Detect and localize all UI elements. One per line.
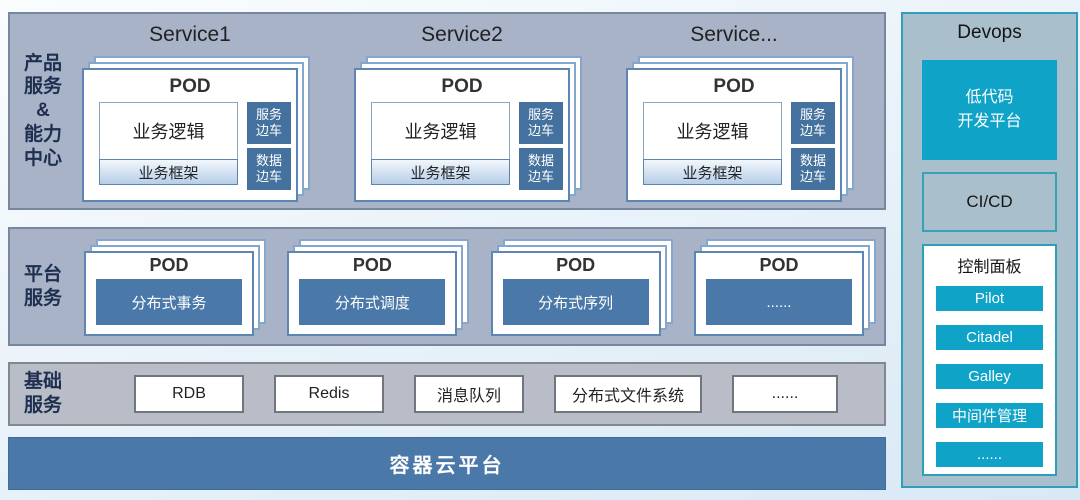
pod-card: POD 分布式调度 — [287, 251, 458, 336]
service-title: Service2 — [421, 23, 503, 46]
platform-pod-stack-3: POD 分布式序列 — [490, 239, 673, 336]
basic-service-items: RDB Redis 消息队列 分布式文件系统 ...... — [76, 375, 884, 413]
platform-pod-stack-1: POD 分布式事务 — [84, 239, 266, 336]
distributed-filesystem-box: 分布式文件系统 — [554, 375, 702, 413]
business-column: 业务逻辑 业务框架 — [99, 102, 238, 190]
pod-card: POD 业务逻辑 业务框架 服务 边车 数据 边车 — [82, 68, 298, 202]
basic-services-row: 基础 服务 RDB Redis 消息队列 分布式文件系统 ...... — [8, 362, 886, 426]
service-sidecar-box: 服务 边车 — [519, 102, 563, 144]
control-panel: 控制面板 Pilot Citadel Galley 中间件管理 ...... — [922, 244, 1057, 476]
distributed-sequence-box: 分布式序列 — [502, 279, 649, 325]
pod-label: POD — [352, 255, 392, 275]
cicd-box: CI/CD — [922, 172, 1057, 232]
more-control-box: ...... — [936, 442, 1043, 467]
pod-label: POD — [713, 76, 755, 97]
pod-label: POD — [169, 76, 211, 97]
service-column-1: Service1 POD 业务逻辑 业务框架 服务 边车 — [82, 14, 310, 208]
service-sidecar-box: 服务 边车 — [791, 102, 835, 144]
pod-label: POD — [759, 255, 799, 275]
redis-box: Redis — [274, 375, 384, 413]
pod-card: POD 分布式序列 — [490, 251, 661, 336]
distributed-transaction-box: 分布式事务 — [96, 279, 242, 325]
business-framework-box: 业务框架 — [643, 159, 782, 185]
sidecar-column: 服务 边车 数据 边车 — [519, 102, 563, 190]
pod-label: POD — [441, 76, 483, 97]
lowcode-platform-box: 低代码 开发平台 — [922, 60, 1057, 160]
platform-pod-stack-4: POD ...... — [693, 239, 876, 336]
business-logic-box: 业务逻辑 — [371, 102, 510, 160]
pod-card: POD 业务逻辑 业务框架 服务 边车 数据 边车 — [354, 68, 570, 202]
data-sidecar-box: 数据 边车 — [519, 148, 563, 190]
citadel-box: Citadel — [936, 325, 1043, 350]
container-cloud-platform-bar: 容器云平台 — [8, 437, 886, 490]
pilot-box: Pilot — [936, 286, 1043, 311]
platform-pod-stack-2: POD 分布式调度 — [287, 239, 470, 336]
pod-label: POD — [149, 255, 189, 275]
pod-card: POD 业务逻辑 业务框架 服务 边车 数据 边车 — [626, 68, 842, 202]
more-services-box: ...... — [705, 279, 852, 325]
product-row-label: 产品 服务 & 能力 中心 — [23, 52, 62, 169]
sidecar-column: 服务 边车 数据 边车 — [791, 102, 835, 190]
business-framework-box: 业务框架 — [371, 159, 510, 185]
platform-services-row: 平台 服务 POD 分布式事务 POD 分布式调度 — [8, 227, 886, 346]
pod-body: 业务逻辑 业务框架 服务 边车 数据 边车 — [356, 102, 568, 190]
control-panel-title: 控制面板 — [957, 259, 1022, 276]
service-column-2: Service2 POD 业务逻辑 业务框架 服务 边车 — [354, 14, 582, 208]
galley-box: Galley — [936, 364, 1043, 389]
pod-body: 业务逻辑 业务框架 服务 边车 数据 边车 — [84, 102, 296, 190]
pod-card: POD ...... — [693, 251, 864, 336]
service-sidecar-box: 服务 边车 — [247, 102, 291, 144]
pod-stack: POD 业务逻辑 业务框架 服务 边车 数据 边车 — [82, 56, 310, 202]
platform-pods: POD 分布式事务 POD 分布式调度 POD 分布式序列 — [76, 229, 884, 344]
middleware-management-box: 中间件管理 — [936, 403, 1043, 428]
sidecar-column: 服务 边车 数据 边车 — [247, 102, 291, 190]
distributed-scheduling-box: 分布式调度 — [299, 279, 446, 325]
pod-stack: POD 业务逻辑 业务框架 服务 边车 数据 边车 — [626, 56, 854, 202]
devops-title: Devops — [957, 22, 1022, 43]
pod-body: 业务逻辑 业务框架 服务 边车 数据 边车 — [628, 102, 840, 190]
business-framework-box: 业务框架 — [99, 159, 238, 185]
platform-row-label: 平台 服务 — [23, 263, 62, 309]
more-basic-box: ...... — [732, 375, 838, 413]
pod-card: POD 分布式事务 — [84, 251, 254, 336]
business-logic-box: 业务逻辑 — [99, 102, 238, 160]
business-logic-box: 业务逻辑 — [643, 102, 782, 160]
devops-panel: Devops 低代码 开发平台 CI/CD 控制面板 Pilot Citadel… — [901, 12, 1078, 488]
basic-row-label: 基础 服务 — [23, 371, 62, 416]
data-sidecar-box: 数据 边车 — [247, 148, 291, 190]
service-title: Service... — [690, 23, 778, 46]
service-columns: Service1 POD 业务逻辑 业务框架 服务 边车 — [76, 14, 884, 208]
pod-label: POD — [556, 255, 596, 275]
business-column: 业务逻辑 业务框架 — [371, 102, 510, 190]
service-column-3: Service... POD 业务逻辑 业务框架 服务 边车 — [626, 14, 854, 208]
rdb-box: RDB — [134, 375, 244, 413]
business-column: 业务逻辑 业务框架 — [643, 102, 782, 190]
product-services-row: 产品 服务 & 能力 中心 Service1 POD 业务逻辑 业务框架 — [8, 12, 886, 210]
pod-stack: POD 业务逻辑 业务框架 服务 边车 数据 边车 — [354, 56, 582, 202]
service-title: Service1 — [149, 23, 231, 46]
data-sidecar-box: 数据 边车 — [791, 148, 835, 190]
message-queue-box: 消息队列 — [414, 375, 524, 413]
